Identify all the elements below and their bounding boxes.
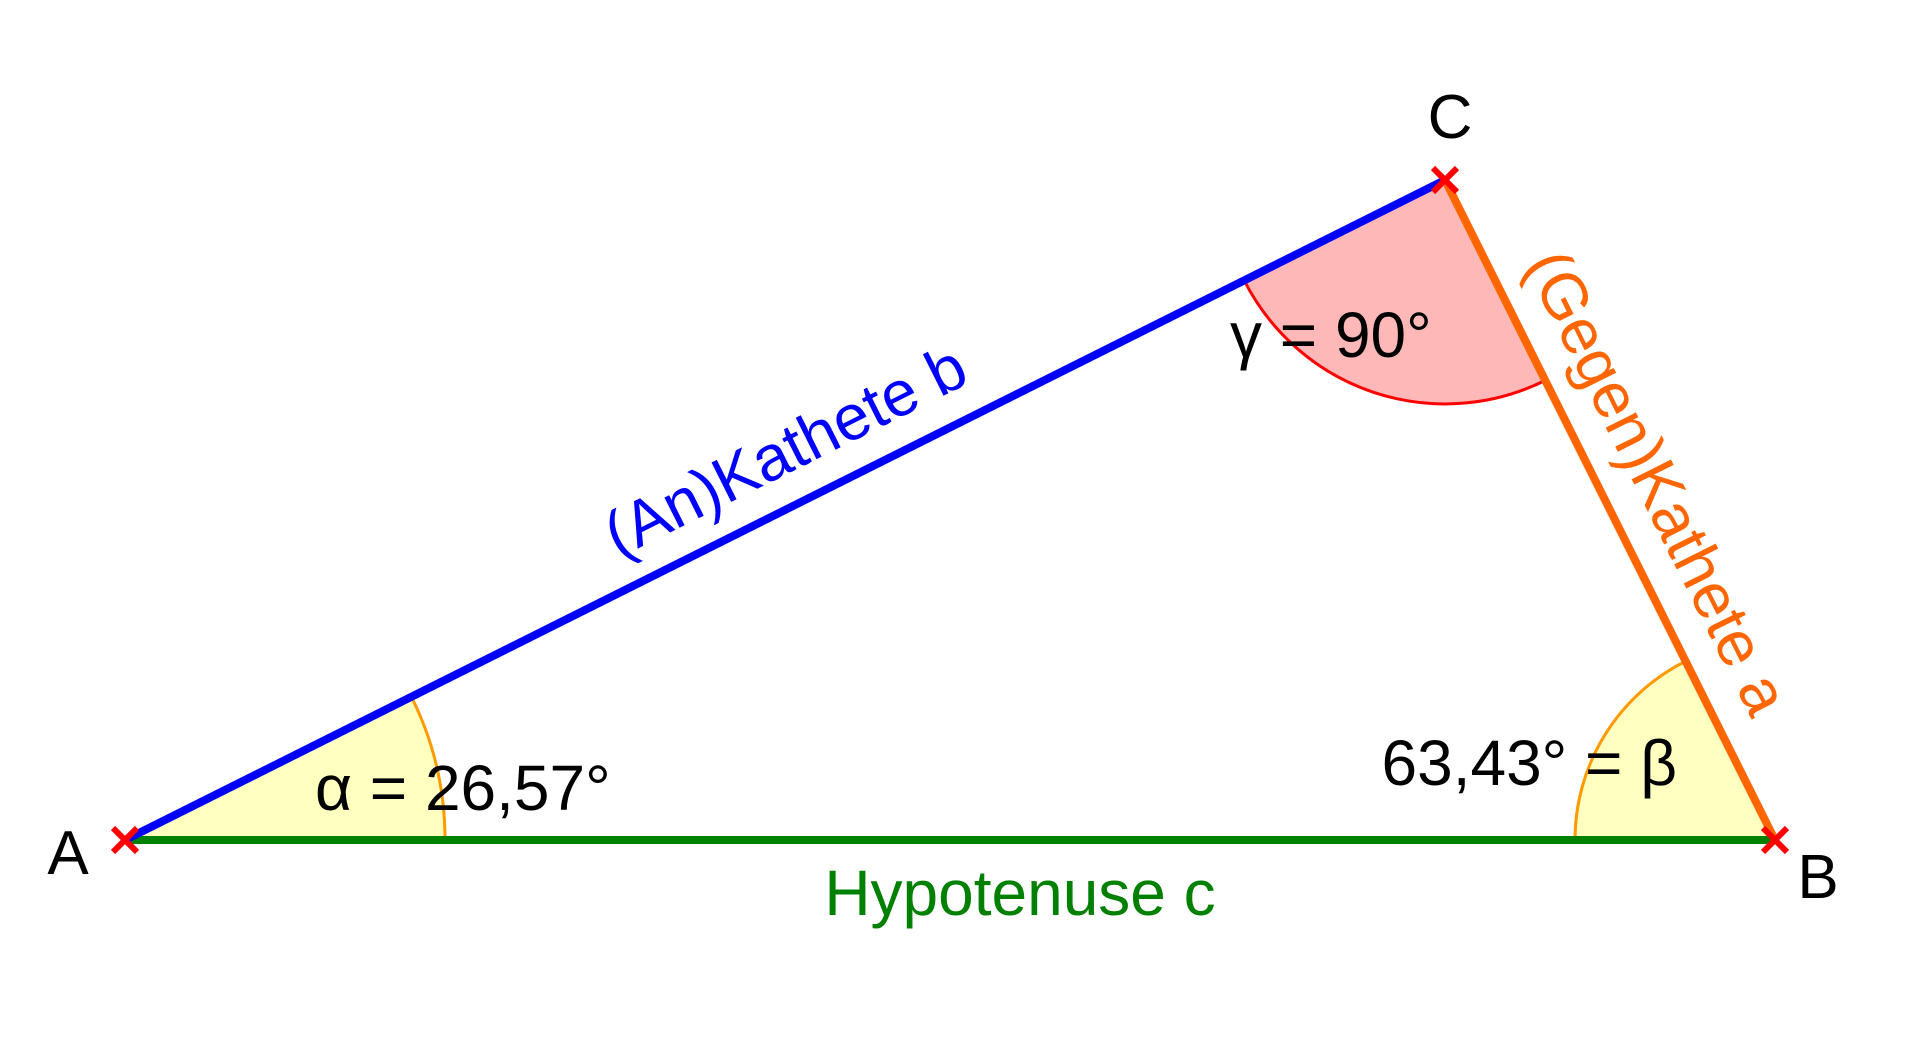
beta-angle-sector	[1575, 661, 1775, 840]
alpha-angle-label: α = 26,57°	[315, 752, 611, 824]
beta-angle-arc	[1573, 659, 1687, 841]
alpha-angle-arc	[409, 695, 447, 841]
vertex-a-label: A	[47, 819, 89, 888]
beta-angle-label: 63,43° = β	[1382, 727, 1678, 799]
leg-a-label: (Gegen)Kathete a	[1512, 239, 1804, 727]
gamma-angle-arc	[1242, 279, 1547, 406]
leg-b-label: (An)Kathete b	[592, 330, 977, 571]
leg-b-line	[123, 176, 1447, 844]
vertex-b-label: B	[1797, 843, 1838, 912]
vertex-a-marker	[110, 825, 140, 855]
vertex-c-label: C	[1428, 83, 1473, 152]
vertex-c-marker	[1430, 165, 1460, 195]
gamma-angle-label: γ = 90°	[1230, 299, 1432, 371]
leg-a-line	[1441, 178, 1779, 842]
vertex-b-marker	[1760, 825, 1790, 855]
hypotenuse-c-label: Hypotenuse c	[824, 857, 1215, 929]
